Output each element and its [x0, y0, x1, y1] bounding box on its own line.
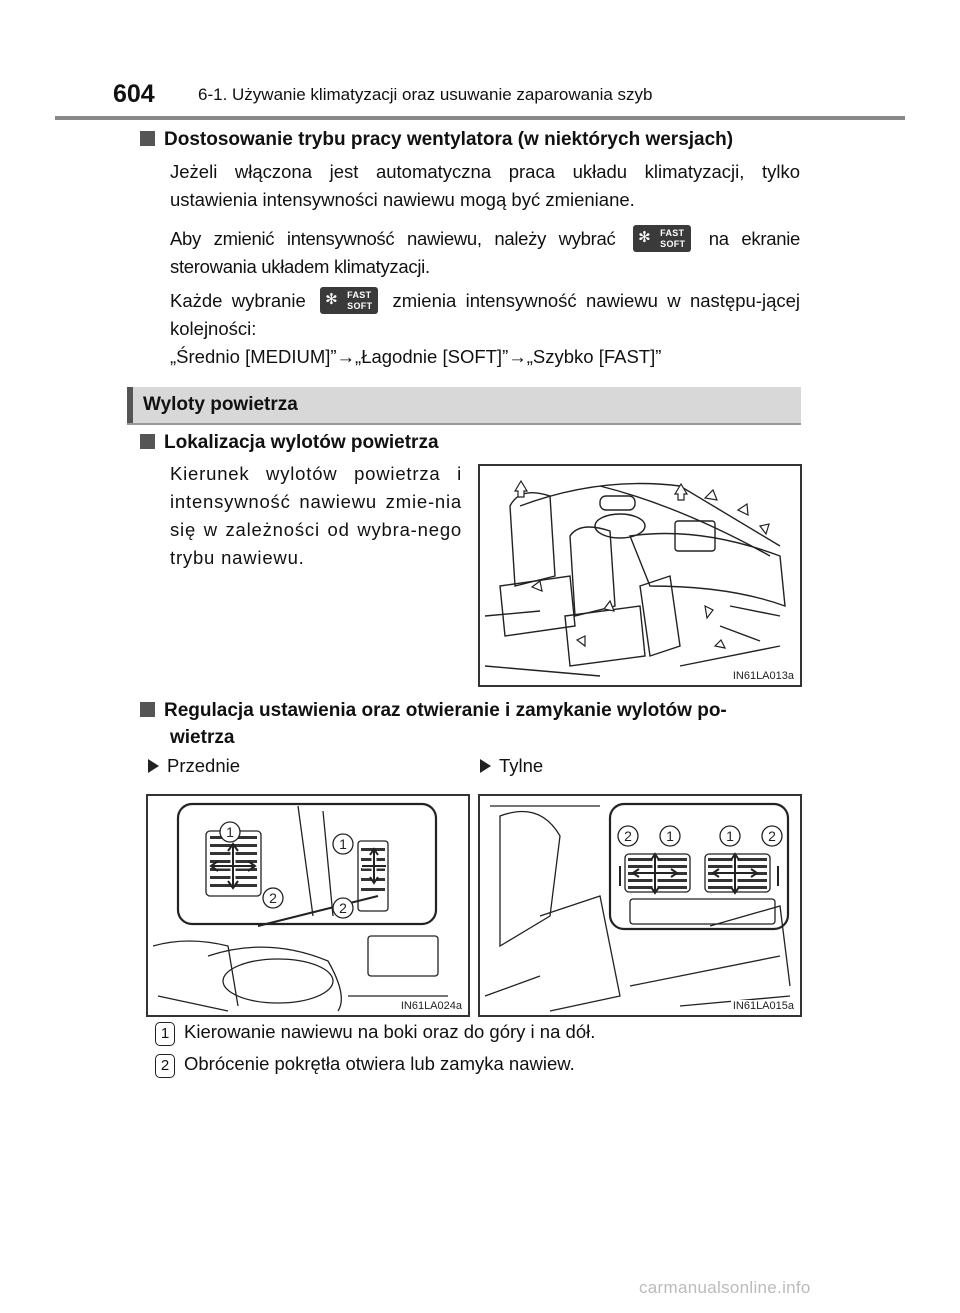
vent-location-heading: Lokalizacja wylotów powietrza [140, 429, 439, 457]
callout-1: 1 [726, 828, 734, 844]
figure-code: IN61LA015a [730, 1000, 796, 1012]
vent-adjust-heading-cont: wietrza [170, 727, 235, 748]
interior-vents-figure: IN61LA013a [478, 464, 802, 687]
vent-adjust-heading: Regulacja ustawienia oraz otwieranie i z… [140, 697, 727, 725]
callout-number: 1 [155, 1022, 175, 1046]
car-interior-illustration [484, 479, 786, 677]
fan-mode-paragraph-3: Każde wybranie ✻ FAST SOFT zmienia inten… [170, 287, 800, 343]
callout-2: 2 [624, 828, 632, 844]
square-bullet-icon [140, 702, 155, 717]
callout-2: 2 [768, 828, 776, 844]
figure-code: IN61LA013a [730, 670, 796, 682]
fan-icon: ✻ [325, 291, 338, 308]
header-divider [55, 116, 905, 120]
fan-mode-paragraph-2: Aby zmienić intensywność nawiewu, należy… [170, 225, 800, 281]
figure-code: IN61LA024a [398, 1000, 464, 1012]
callout-1: 1 [666, 828, 674, 844]
triangle-bullet-icon [148, 759, 159, 773]
fan-mode-heading: Dostosowanie trybu pracy wentylatora (w … [140, 126, 733, 154]
square-bullet-icon [140, 434, 155, 449]
fan-icon: ✻ [638, 229, 651, 246]
chapter-title: 6-1. Używanie klimatyzacji oraz usuwanie… [198, 85, 653, 104]
section-title: Wyloty powietrza [143, 394, 298, 415]
front-view-label: Przednie [148, 755, 240, 777]
rear-view-label: Tylne [480, 755, 543, 777]
callout-1: 1 [226, 824, 234, 840]
callout-number: 2 [155, 1054, 175, 1078]
watermark: carmanualsonline.info [639, 1278, 811, 1297]
callout-1: 1 [339, 836, 347, 852]
front-vents-illustration: 1 1 2 2 [152, 802, 448, 1012]
front-vents-figure: 1 1 2 2 IN61LA024a [146, 794, 470, 1017]
section-heading-bar: Wyloty powietrza [127, 387, 801, 425]
rear-vents-figure: 2 1 1 2 IN61LA015a [478, 794, 802, 1017]
square-bullet-icon [140, 131, 155, 146]
fan-speed-sequence: „Średnio [MEDIUM]”→„Łagodnie [SOFT]”→„Sz… [170, 346, 662, 367]
fast-soft-button-image: ✻ FAST SOFT [633, 225, 692, 252]
page-number: 604 [113, 80, 155, 108]
triangle-bullet-icon [480, 759, 491, 773]
vent-location-text: Kierunek wylotów powietrza i intensywnoś… [170, 463, 462, 568]
callout-2: 2 [269, 890, 277, 906]
fast-soft-button-image: ✻ FAST SOFT [320, 287, 379, 314]
rear-vents-illustration: 2 1 1 2 [484, 802, 791, 1012]
fan-mode-paragraph-1: Jeżeli włączona jest automatyczna praca … [170, 161, 800, 210]
callout-2: 2 [339, 900, 347, 916]
